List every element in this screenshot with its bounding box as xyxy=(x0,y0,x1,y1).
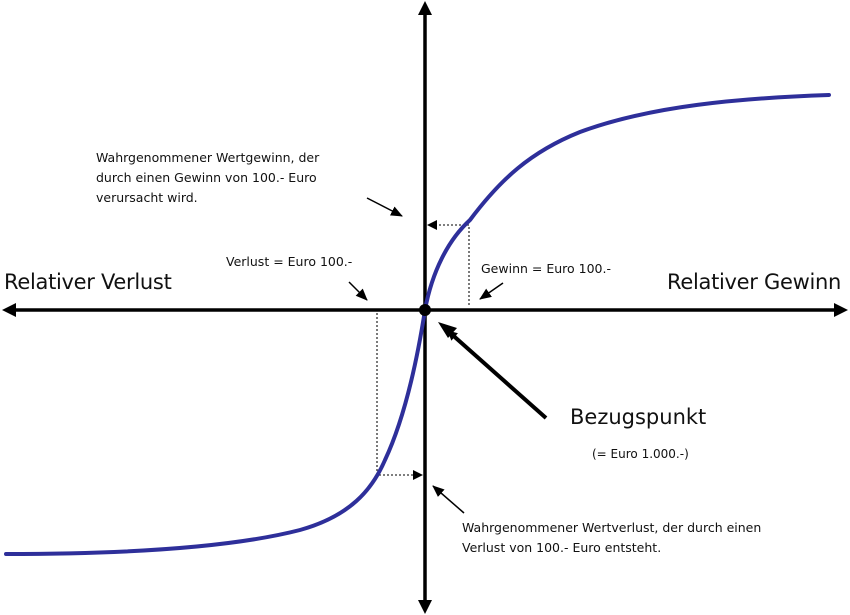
loss-note-line: Wahrgenommener Wertverlust, der durch ei… xyxy=(462,520,762,535)
x-axis-right-label: Relativer Gewinn xyxy=(667,270,842,294)
loss-marker-label: Verlust = Euro 100.- xyxy=(226,254,353,269)
loss-marker-arrow xyxy=(348,281,368,301)
y-axis-bottom-arrowhead xyxy=(418,600,432,614)
gain-note: Wahrgenommener Wertgewinn, der durch ein… xyxy=(96,148,319,208)
loss-note-arrow xyxy=(432,485,465,514)
gain-note-arrow xyxy=(366,197,403,217)
reference-point-arrowhead xyxy=(438,322,457,338)
reference-point-label: Bezugspunkt xyxy=(570,405,707,429)
gain-marker-label: Gewinn = Euro 100.- xyxy=(481,261,611,276)
gain-projection-arrowhead xyxy=(427,220,437,230)
gain-note-line: verursacht wird. xyxy=(96,190,198,205)
loss-note-line: Verlust von 100.- Euro entsteht. xyxy=(462,540,662,555)
x-axis-left-arrowhead xyxy=(2,303,16,317)
reference-point-arrow xyxy=(446,329,548,420)
reference-point-dot xyxy=(419,304,431,316)
loss-note: Wahrgenommener Wertverlust, der durch ei… xyxy=(462,518,761,558)
gain-note-line: durch einen Gewinn von 100.- Euro xyxy=(96,170,317,185)
gain-projection-line xyxy=(436,224,470,305)
gain-marker-arrow xyxy=(479,282,504,300)
reference-point-value: (= Euro 1.000.-) xyxy=(592,447,689,461)
y-axis-top-arrowhead xyxy=(418,1,432,15)
x-axis-right-arrowhead xyxy=(834,303,848,317)
gain-note-line: Wahrgenommener Wertgewinn, der xyxy=(96,150,320,165)
x-axis-left-label: Relativer Verlust xyxy=(4,270,172,294)
loss-projection-arrowhead xyxy=(413,470,423,480)
